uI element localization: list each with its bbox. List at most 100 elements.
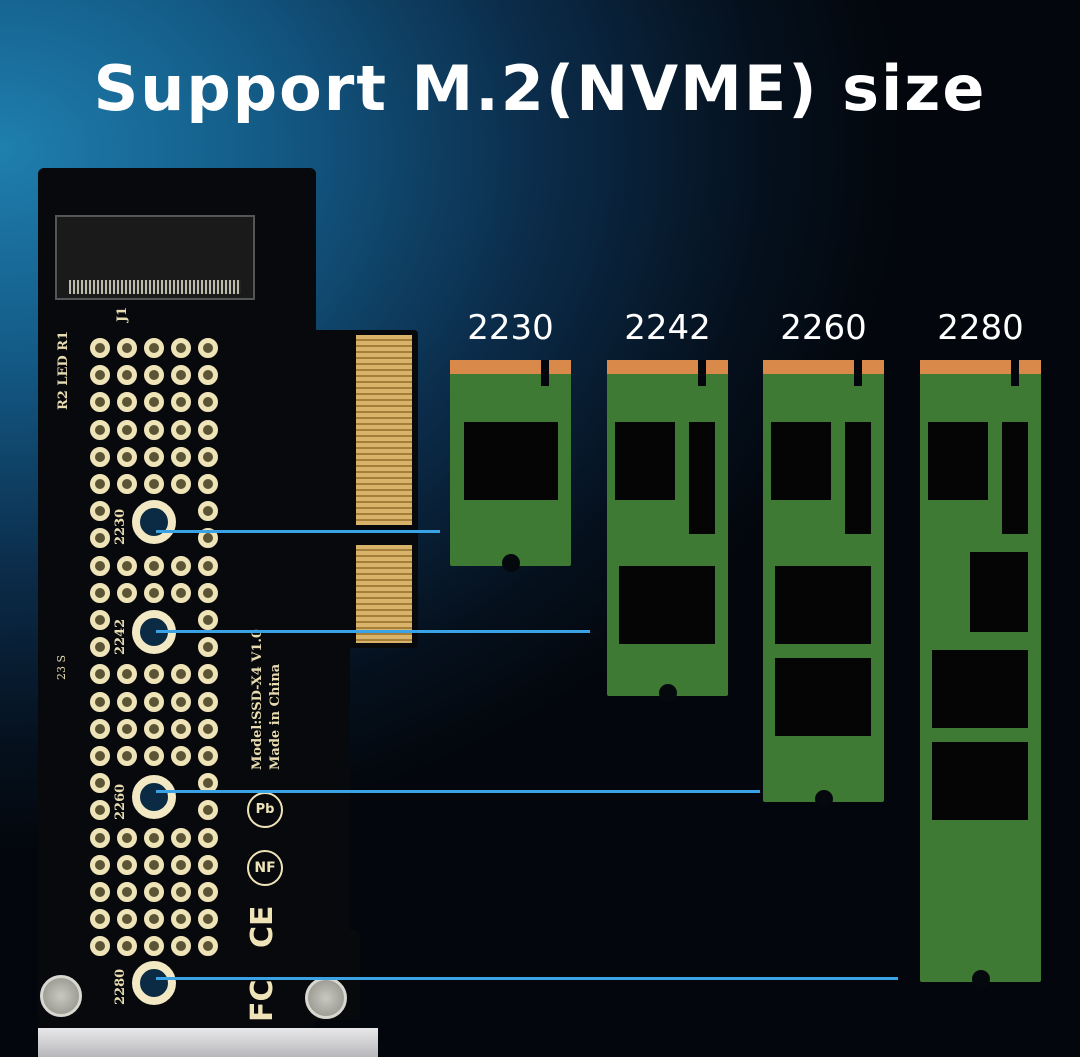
- through-hole: [117, 746, 137, 766]
- through-hole: [171, 691, 191, 712]
- through-hole: [90, 936, 110, 957]
- through-hole: [198, 474, 218, 494]
- through-hole: [144, 746, 164, 766]
- through-hole: [90, 773, 110, 794]
- through-hole: [144, 936, 164, 957]
- size-label-2230: 2230: [467, 308, 554, 348]
- through-hole: [117, 854, 137, 875]
- origin-text: Made in China: [268, 663, 283, 770]
- through-hole: [171, 446, 191, 467]
- mount-label-2280: 2280: [113, 968, 128, 1005]
- through-hole: [90, 718, 110, 739]
- through-hole: [198, 800, 218, 821]
- ssd-2260: [763, 360, 884, 808]
- size-label-2260: 2260: [780, 308, 867, 348]
- through-hole: [90, 528, 110, 549]
- through-hole: [198, 827, 218, 848]
- through-hole: [117, 909, 137, 930]
- through-hole: [198, 419, 218, 440]
- through-hole: [90, 365, 110, 386]
- through-hole: [171, 718, 191, 739]
- through-hole: [144, 582, 164, 603]
- through-hole: [117, 936, 137, 957]
- mount-label-2230: 2230: [113, 508, 128, 545]
- mount-label-2260: 2260: [113, 783, 128, 820]
- through-hole: [198, 582, 218, 603]
- ssd-2280: [920, 360, 1041, 988]
- through-hole: [117, 691, 137, 712]
- through-hole: [171, 664, 191, 685]
- through-hole: [144, 882, 164, 902]
- through-hole: [144, 338, 164, 358]
- mount-hole-2260: [132, 775, 176, 819]
- through-hole: [90, 800, 110, 821]
- pointer-line-2230: [156, 530, 440, 533]
- through-hole: [171, 392, 191, 413]
- through-hole: [171, 419, 191, 440]
- through-hole: [90, 501, 110, 522]
- through-hole: [117, 582, 137, 603]
- through-hole: [171, 365, 191, 386]
- through-hole: [171, 555, 191, 576]
- through-hole: [198, 446, 218, 467]
- through-hole: [90, 555, 110, 576]
- through-hole: [90, 474, 110, 494]
- through-hole: [198, 555, 218, 576]
- screw-icon: [40, 975, 82, 1017]
- through-hole: [144, 909, 164, 930]
- through-hole: [117, 827, 137, 848]
- through-hole: [90, 446, 110, 467]
- ce-logo: CE: [245, 905, 280, 948]
- pointer-line-2280: [156, 977, 898, 980]
- through-hole: [198, 392, 218, 413]
- through-hole: [117, 419, 137, 440]
- through-hole: [171, 936, 191, 957]
- through-hole: [198, 746, 218, 766]
- through-hole: [198, 854, 218, 875]
- through-hole: [144, 474, 164, 494]
- through-hole: [90, 882, 110, 902]
- mount-label-2242: 2242: [113, 618, 128, 655]
- fcc-logo: FC: [245, 979, 280, 1022]
- through-hole: [171, 338, 191, 358]
- through-hole: [117, 555, 137, 576]
- through-hole: [198, 664, 218, 685]
- ssd-2242: [607, 360, 728, 702]
- through-hole: [198, 909, 218, 930]
- through-hole: [198, 882, 218, 902]
- through-hole: [117, 338, 137, 358]
- through-hole: [198, 501, 218, 522]
- through-hole: [90, 746, 110, 766]
- through-hole: [171, 474, 191, 494]
- bracket: [38, 1028, 378, 1057]
- through-hole: [198, 718, 218, 739]
- through-hole: [198, 338, 218, 358]
- through-hole: [144, 419, 164, 440]
- model-text: Model:SSD-X4 V1.0: [250, 629, 265, 770]
- screw-icon: [305, 977, 347, 1019]
- through-hole: [198, 936, 218, 957]
- gold-fingers-lower: [356, 545, 412, 643]
- ssd-2230: [450, 360, 571, 572]
- gold-fingers-upper: [356, 335, 412, 525]
- through-hole: [171, 909, 191, 930]
- through-hole: [117, 718, 137, 739]
- through-hole: [144, 365, 164, 386]
- pointer-line-2260: [156, 790, 760, 793]
- through-hole: [90, 637, 110, 658]
- through-hole: [117, 446, 137, 467]
- through-hole: [144, 827, 164, 848]
- through-hole: [90, 909, 110, 930]
- through-hole: [117, 882, 137, 902]
- through-hole: [171, 582, 191, 603]
- through-hole: [171, 746, 191, 766]
- through-hole: [144, 664, 164, 685]
- through-hole: [144, 392, 164, 413]
- connector-label: J1: [115, 306, 130, 322]
- through-hole: [171, 827, 191, 848]
- through-hole: [90, 664, 110, 685]
- led-label: R2 LED R1: [56, 330, 71, 410]
- through-hole: [90, 419, 110, 440]
- through-hole: [198, 691, 218, 712]
- through-hole: [171, 854, 191, 875]
